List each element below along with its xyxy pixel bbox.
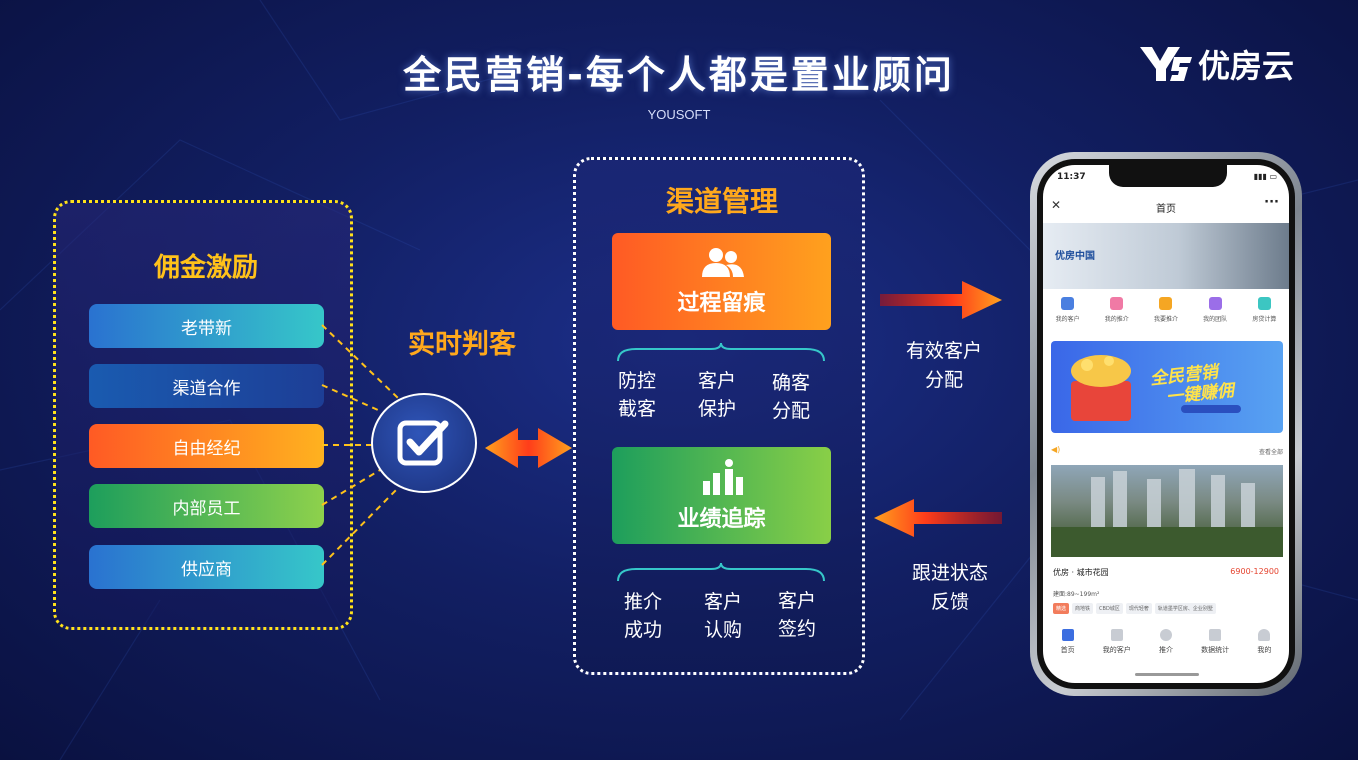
brand-banner[interactable]: 优房中国 bbox=[1043, 223, 1289, 289]
team-icon bbox=[1208, 297, 1222, 310]
brand-logo-icon bbox=[1140, 47, 1192, 81]
quick-action-my-team[interactable]: 我的团队 bbox=[1192, 297, 1238, 333]
listing-name: 优房 · 城市花园 bbox=[1053, 568, 1109, 577]
calculator-icon bbox=[1257, 297, 1271, 310]
brand-logo-text: 优房云 bbox=[1198, 47, 1295, 85]
sub-customer-subscribe: 客户 认购 bbox=[703, 591, 742, 641]
sub-referral-success: 推介 成功 bbox=[623, 591, 662, 641]
listing-area: 建面:89~199m² bbox=[1053, 591, 1100, 598]
performance-tracking-label: 业绩追踪 bbox=[677, 506, 766, 532]
listing-photo[interactable] bbox=[1051, 465, 1283, 557]
sub-prevent-intercept: 防控 截客 bbox=[617, 370, 656, 420]
bar-chart-icon bbox=[1209, 629, 1222, 641]
promo-banner-text: 全民营销 一键赚佣 bbox=[1149, 362, 1235, 408]
sub-customer-sign: 客户 签约 bbox=[777, 590, 816, 640]
quick-action-my-referrals[interactable]: 我的推介 bbox=[1094, 297, 1140, 333]
user-icon bbox=[1061, 297, 1075, 310]
phone-notch bbox=[1109, 165, 1227, 187]
incentive-item-referral: 老带新 bbox=[89, 304, 324, 348]
performance-tracking-card: 业绩追踪 bbox=[612, 447, 831, 544]
page-title: 全民营销-每个人都是置业顾问 bbox=[403, 53, 955, 97]
brace-bottom bbox=[617, 563, 825, 582]
brace-top bbox=[617, 343, 825, 362]
commission-incentive-title: 佣金激励 bbox=[153, 253, 258, 283]
close-icon[interactable]: ✕ bbox=[1051, 198, 1062, 212]
listing-tags: 精选 商地铁 CBD城区 现代轻奢 轨道墨学区房、企业别墅 bbox=[1053, 603, 1216, 614]
promo-banner-art bbox=[1071, 355, 1241, 421]
tab-home[interactable]: 首页 bbox=[1045, 629, 1091, 669]
sub-confirm-assign: 确客 分配 bbox=[771, 372, 810, 422]
process-trace-label: 过程留痕 bbox=[677, 290, 766, 316]
see-all-link[interactable]: 查看全部 bbox=[1258, 449, 1283, 456]
listing-tag: 现代轻奢 bbox=[1125, 603, 1152, 614]
quick-actions: 我的客户 我的推介 我要推介 我的团队 房贷计算 bbox=[1043, 297, 1289, 333]
checkbox-check-icon bbox=[397, 420, 449, 466]
tab-mine[interactable]: 我的 bbox=[1241, 629, 1287, 669]
incentive-item-channel: 渠道合作 bbox=[89, 364, 324, 408]
follow-status-feedback-label: 跟进状态 反馈 bbox=[911, 562, 988, 613]
home-indicator bbox=[1135, 673, 1199, 676]
share-icon bbox=[1110, 297, 1124, 310]
incentive-item-staff: 内部员工 bbox=[89, 484, 324, 528]
incentive-item-supplier: 供应商 bbox=[89, 545, 324, 589]
realtime-judgement-label: 实时判客 bbox=[408, 329, 516, 360]
phone-screen: 11:37 ▮▮▮ ▭ ✕ 首页 ··· 优房中国 我的客户 我的推介 bbox=[1043, 165, 1289, 683]
building-photo-art bbox=[1051, 469, 1283, 557]
brand-logo: 优房云 bbox=[1138, 42, 1294, 86]
announcement-row: ◀) 查看全部 bbox=[1051, 445, 1283, 457]
commission-incentive-panel: 佣金激励 老带新 渠道合作 自由经纪 内部员工 供应商 bbox=[53, 200, 353, 630]
phone-nav-bar: ✕ 首页 ··· bbox=[1043, 195, 1289, 219]
more-icon[interactable]: ··· bbox=[1264, 195, 1279, 210]
process-trace-card: 过程留痕 bbox=[612, 233, 831, 330]
incentive-item-freelance: 自由经纪 bbox=[89, 424, 324, 468]
page-subtitle: YOUSOFT bbox=[647, 107, 711, 122]
quick-action-my-customers[interactable]: 我的客户 bbox=[1045, 297, 1091, 333]
brand-banner-logo: 优房中国 bbox=[1055, 251, 1095, 262]
customers-icon bbox=[1110, 629, 1123, 641]
quick-action-refer[interactable]: 我要推介 bbox=[1143, 297, 1189, 333]
phone-nav-title: 首页 bbox=[1156, 204, 1176, 215]
tab-refer[interactable]: 推介 bbox=[1143, 629, 1189, 669]
effective-customer-assign-label: 有效客户 分配 bbox=[905, 340, 982, 391]
home-icon bbox=[1061, 629, 1074, 641]
phone-tab-bar: 首页 我的客户 推介 数据统计 我的 bbox=[1043, 629, 1289, 669]
quick-action-loan-calc[interactable]: 房贷计算 bbox=[1241, 297, 1287, 333]
listing-tag: 商地铁 bbox=[1072, 603, 1094, 614]
channel-management-panel: 渠道管理 过程留痕 防控 截客 客户 保护 确客 分配 业绩追踪 bbox=[573, 157, 865, 675]
promo-banner[interactable]: 全民营销 一键赚佣 bbox=[1051, 341, 1283, 433]
status-time: 11:37 bbox=[1057, 172, 1086, 182]
users-icon bbox=[701, 247, 744, 277]
plus-circle-icon bbox=[1159, 629, 1172, 641]
thumbs-up-icon bbox=[1159, 297, 1173, 310]
sub-customer-protect: 客户 保护 bbox=[697, 370, 736, 420]
listing-price: 6900-12900 bbox=[1230, 567, 1279, 576]
listing-tag: 轨道墨学区房、企业别墅 bbox=[1154, 603, 1216, 614]
channel-management-title: 渠道管理 bbox=[665, 185, 778, 218]
growth-chart-icon bbox=[702, 458, 743, 495]
listing-tag: CBD城区 bbox=[1096, 603, 1123, 614]
status-battery-icon: ▮▮▮ ▭ bbox=[1253, 172, 1277, 181]
listing-tag: 精选 bbox=[1053, 603, 1070, 614]
tab-statistics[interactable]: 数据统计 bbox=[1192, 629, 1238, 669]
realtime-check-node bbox=[371, 393, 477, 493]
speaker-icon: ◀) bbox=[1051, 445, 1061, 454]
phone-mockup: 11:37 ▮▮▮ ▭ ✕ 首页 ··· 优房中国 我的客户 我的推介 bbox=[1030, 152, 1302, 696]
tab-my-customers[interactable]: 我的客户 bbox=[1094, 629, 1140, 669]
profile-icon bbox=[1258, 629, 1271, 641]
